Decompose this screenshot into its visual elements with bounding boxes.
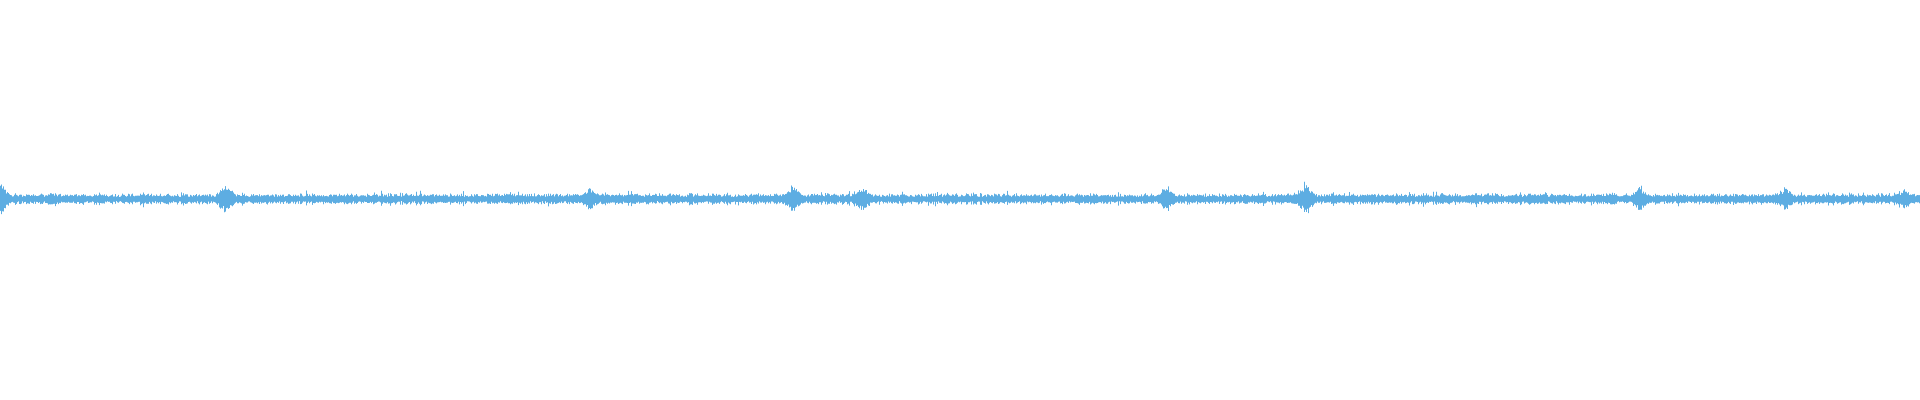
waveform-trace xyxy=(0,181,1920,215)
